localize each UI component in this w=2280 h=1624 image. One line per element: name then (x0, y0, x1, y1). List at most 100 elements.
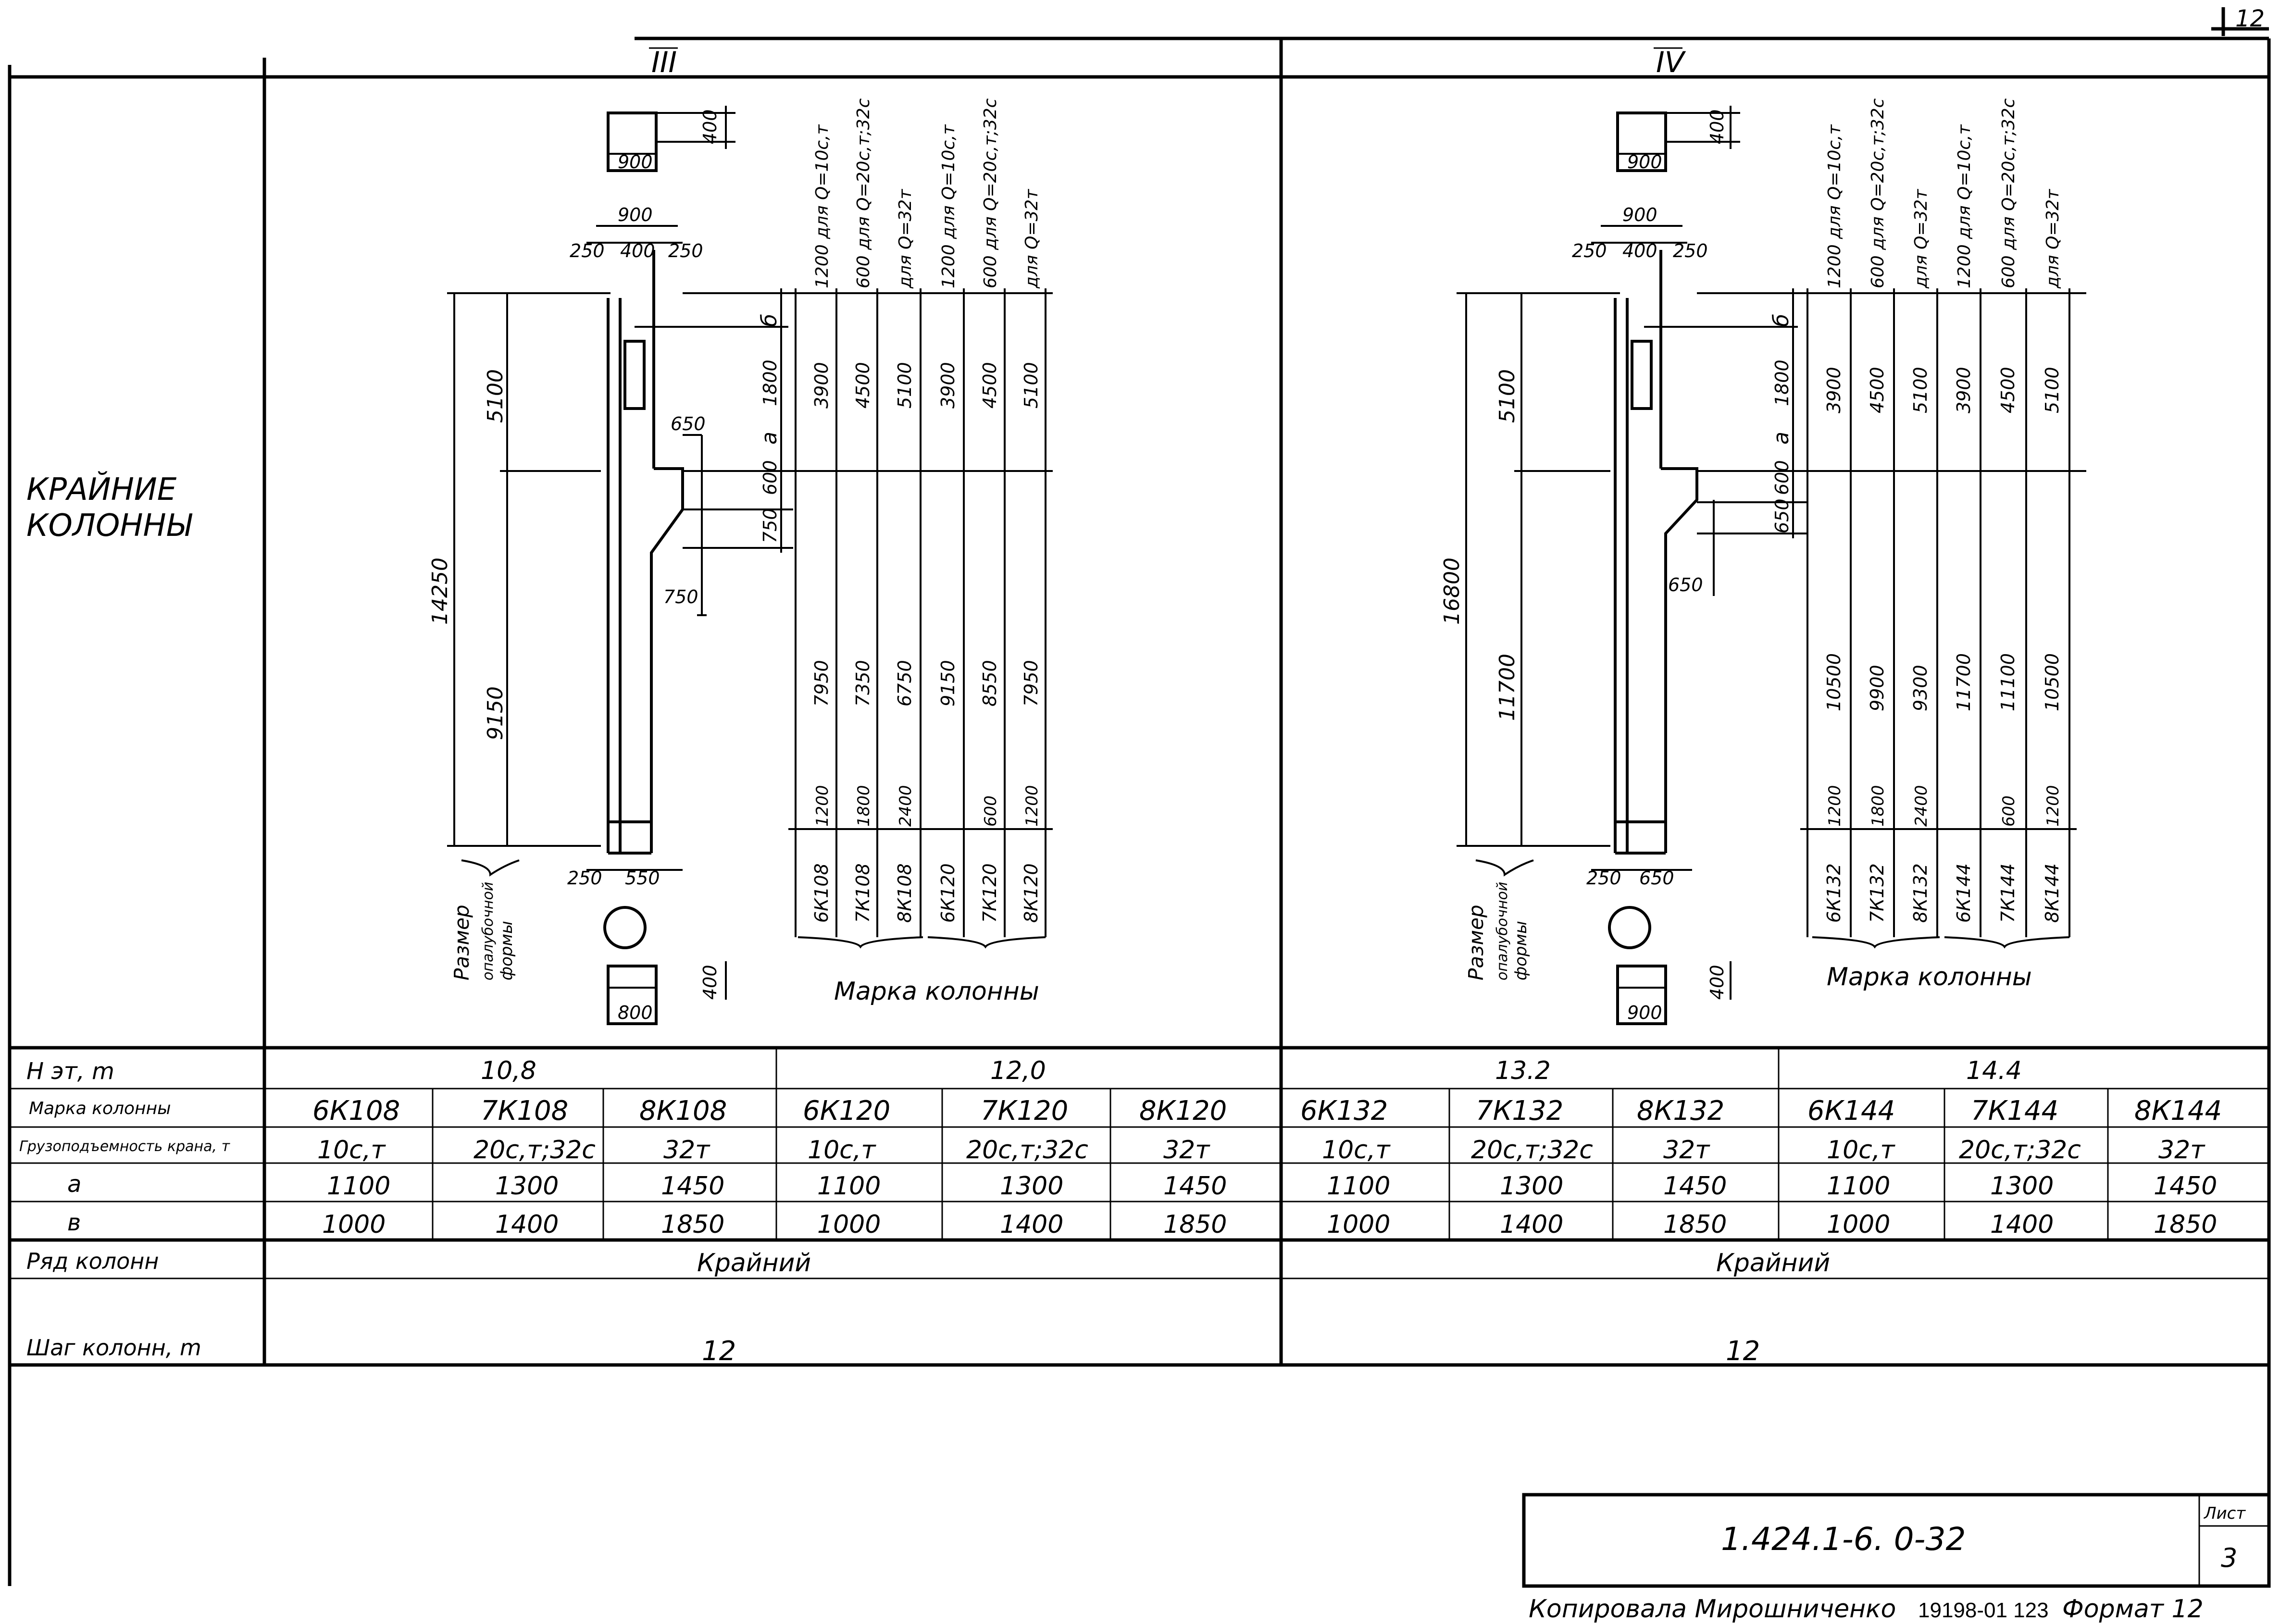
iii-col-0-upper: 3900 (811, 362, 832, 409)
iv-top-h: 400 (1707, 109, 1728, 144)
a-cell: 1450 (1163, 1172, 1227, 1201)
iii-col-5-lower: 7950 (1021, 660, 1042, 707)
iv-col-5-q: для Q=32т (2043, 189, 2063, 289)
iv-col-4-bottom: 600 (1999, 795, 2018, 827)
iv-col-1-upper: 4500 (1867, 367, 1888, 413)
b-cell: 1400 (1000, 1210, 1063, 1239)
iii-col-0-bottom: 1200 (813, 785, 832, 827)
iv-col-0-q: 1200 для Q=10с,т (1825, 124, 1844, 288)
a-cell: 1100 (1827, 1172, 1890, 1201)
iv-col-5-upper: 5100 (2042, 367, 2063, 413)
iv-a-dim: 600 (1771, 460, 1793, 495)
iv-bot-w: 900 (1627, 1002, 1662, 1023)
iii-col-0-lower: 7950 (811, 660, 832, 707)
footer-format: Формат 12 (2062, 1595, 2204, 1624)
table-b-row: 1000 1400 1850 1000 1400 1850 1000 1400 … (322, 1210, 2217, 1239)
mark-cell: 6К120 (803, 1095, 890, 1127)
b-cell: 1400 (1500, 1210, 1563, 1239)
iii-col-5-mark: 8К120 (1021, 863, 1042, 923)
section-iii-column-drawing: 900 400 900 250 400 250 14250 5100 9150 (428, 106, 1053, 1025)
b-cell: 1850 (1163, 1210, 1227, 1239)
title-block (1522, 1493, 2271, 1588)
list-label: Лист (2203, 1504, 2246, 1523)
iv-col-5-mark: 8К144 (2042, 863, 2063, 923)
iv-col-0-lower: 10500 (1823, 653, 1844, 711)
iv-axis-circle (1608, 906, 1651, 949)
mark-cell: 6К132 (1300, 1095, 1388, 1127)
left-label-line2: КОЛОННЫ (26, 508, 193, 544)
iii-col-3-q: 1200 для Q=10с,т (939, 124, 959, 288)
b-cell: 1000 (817, 1210, 881, 1239)
iii-w-mid: 400 (620, 240, 655, 261)
height-13-2: 13.2 (1495, 1056, 1551, 1085)
iv-w-total: 900 (1622, 204, 1657, 225)
a-cell: 1300 (1500, 1172, 1563, 1201)
iii-col-3-mark: 6К120 (937, 863, 959, 923)
iv-col-5-lower: 10500 (2042, 653, 2063, 711)
iv-bot-h: 400 (1707, 965, 1728, 1000)
iii-col-3-upper: 3900 (937, 362, 959, 409)
capacity-cell: 10с,т (808, 1136, 876, 1165)
a-cell: 1450 (2154, 1172, 2217, 1201)
iii-marka-label: Марка колонны (834, 977, 1039, 1006)
iv-col-0-upper: 3900 (1823, 367, 1844, 413)
row-label-h: Н эт, m (26, 1058, 114, 1085)
iv-col-2-upper: 5100 (1910, 367, 1931, 413)
iv-col-1-mark: 7К132 (1867, 863, 1888, 923)
iv-col-2-mark: 8К132 (1910, 863, 1931, 923)
iv-b-dim: 1800 (1771, 360, 1793, 406)
iv-col-1-bottom: 1800 (1869, 785, 1888, 827)
height-14-4: 14.4 (1966, 1056, 2022, 1085)
iv-letter-b: б (1769, 314, 1794, 327)
table-row-labels: Н эт, m Марка колонны Грузоподъемность к… (19, 1058, 231, 1361)
ryad-cell-iii: Крайний (697, 1249, 811, 1277)
footer-number: 19198-01 123 (1918, 1599, 2049, 1622)
iii-bottom-section (607, 965, 658, 1025)
iii-col-5-q: для Q=32т (1022, 189, 1042, 289)
iii-a-dim: 600 (760, 460, 781, 495)
iv-bottom-section (1616, 965, 1667, 1025)
iii-col-2-upper: 5100 (894, 362, 915, 409)
iv-col-0-bottom: 1200 (1825, 785, 1844, 827)
iii-col-4-mark: 7К120 (979, 863, 1000, 923)
b-cell: 1850 (2154, 1210, 2217, 1239)
iii-col-3-lower: 9150 (937, 660, 959, 707)
capacity-cell: 20с,т;32с (1959, 1136, 2081, 1165)
mark-cell: 7К132 (1476, 1095, 1563, 1127)
capacity-cell: 32т (663, 1136, 710, 1165)
iii-bot-h: 400 (699, 965, 721, 1000)
iii-col-0-q: 1200 для Q=10с,т (812, 124, 832, 288)
shag-cell-iii: 12 (702, 1336, 736, 1367)
iii-w-total: 900 (618, 204, 653, 225)
b-cell: 1850 (661, 1210, 724, 1239)
iii-h-upper: 5100 (483, 369, 508, 423)
iv-col-0-mark: 6К132 (1823, 863, 1844, 923)
row-label-gruz: Грузоподъемность крана, т (19, 1138, 231, 1155)
capacity-cell: 32т (1663, 1136, 1710, 1165)
iv-col-3-q: 1200 для Q=10с,т (1955, 124, 1974, 288)
b-cell: 1000 (1327, 1210, 1390, 1239)
iv-size-label-1: Размер (1464, 905, 1488, 980)
iii-col-5-upper: 5100 (1021, 362, 1042, 409)
iii-bot-left: 250 (567, 868, 602, 889)
iv-col-4-q: 600 для Q=20с,т;32с (1999, 98, 2018, 288)
mark-cell: 7К108 (481, 1095, 568, 1127)
iii-col-1-mark: 7К108 (852, 863, 873, 923)
iii-haunch-w: 750 (663, 586, 698, 607)
iv-w-right: 250 (1673, 240, 1708, 261)
iv-col-5-bottom: 1200 (2043, 785, 2063, 827)
iii-col-2-q: для Q=32т (896, 189, 915, 289)
row-label-ryad: Ряд колонн (26, 1248, 159, 1274)
table-marks-row: 6К108 7К108 8К108 6К120 7К120 8К120 6К13… (312, 1095, 2222, 1127)
iv-marka-label: Марка колонны (1827, 963, 2032, 992)
iii-col-4-q: 600 для Q=20с,т;32с (981, 98, 1000, 288)
iii-b-dim: 1800 (760, 360, 781, 406)
iv-col-3-upper: 3900 (1953, 367, 1974, 413)
a-cell: 1100 (1327, 1172, 1390, 1201)
iv-col-3-mark: 6К144 (1953, 863, 1974, 923)
height-12-0: 12,0 (990, 1056, 1046, 1085)
iv-size-label-2: опалубочной (1494, 882, 1511, 980)
a-cell: 1300 (1000, 1172, 1063, 1201)
parameters-table (10, 1046, 2269, 1367)
shag-cell-iv: 12 (1726, 1336, 1760, 1367)
